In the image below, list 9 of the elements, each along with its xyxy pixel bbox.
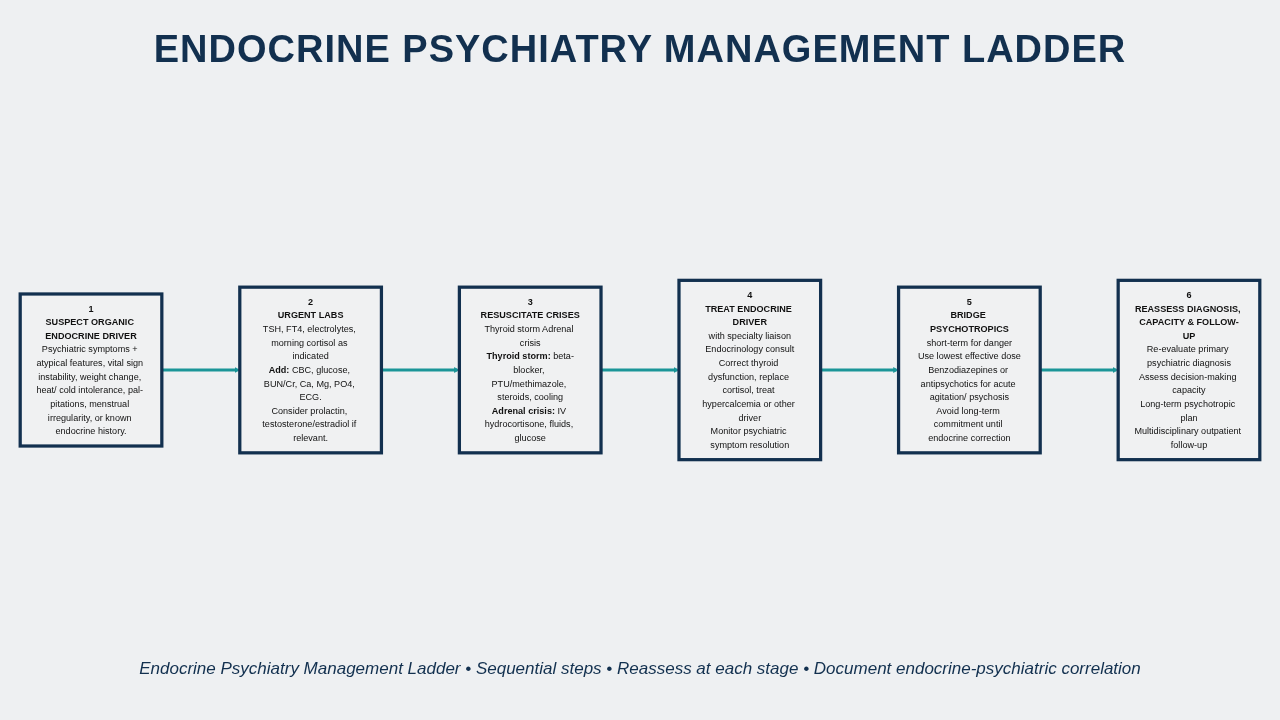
- caption: Endocrine Psychiatry Management Ladder • Sequential steps • Reassess at each stage • Document endocrine-psychiatric correlation: [139, 659, 1141, 679]
- node-box: 6 REASSESS DIAGNOSIS, CAPACITY & FOLLOW-UP Re-evaluate primary psychiatric diagnosis Assess decision-making capacity Long-term psychotropic plan Multidisciplinary outpatient follow-up: [1116, 278, 1262, 462]
- node-box: 2 URGENT LABS TSH, FT4, electrolytes, morning cortisol as indicated Add: CBC, glucose, BUN/Cr, Ca, Mg, PO4, ECG. Consider prolactin, testosterone/estradiol if relevant.: [238, 285, 384, 455]
- node-box: 1 SUSPECT ORGANIC ENDOCRINE DRIVER Psychiatric symptoms + atypical features, vital sign instability, weight change, heat/ cold intolerance, pal- pitations, menstrual irregularity, or known endocrine history.: [18, 292, 164, 448]
- arrow: [601, 367, 680, 373]
- node-box: 3 RESUSCITATE CRISES Thyroid storm Adrenal crisis Thyroid storm: beta-blocker, PTU/methimazole, steroids, cooling Adrenal crisis: IV hydrocortisone, fluids, glucose: [457, 285, 603, 455]
- node-box: 5 BRIDGE PSYCHOTROPICS short-term for danger Use lowest effective dose Benzodiazepines or antipsychotics for acute agitation/ psychosis Avoid long-term commitment until endocrine correction: [896, 285, 1042, 455]
- diagram-title: ENDOCRINE PSYCHIATRY MANAGEMENT LADDER: [153, 28, 1127, 71]
- node-box: 4 TREAT ENDOCRINE DRIVER with specialty liaison Endocrinology consult Correct thyroid dysfunction, replace cortisol, treat hypercalcemia or other driver Monitor psychiatric symptom resolution: [677, 278, 823, 462]
